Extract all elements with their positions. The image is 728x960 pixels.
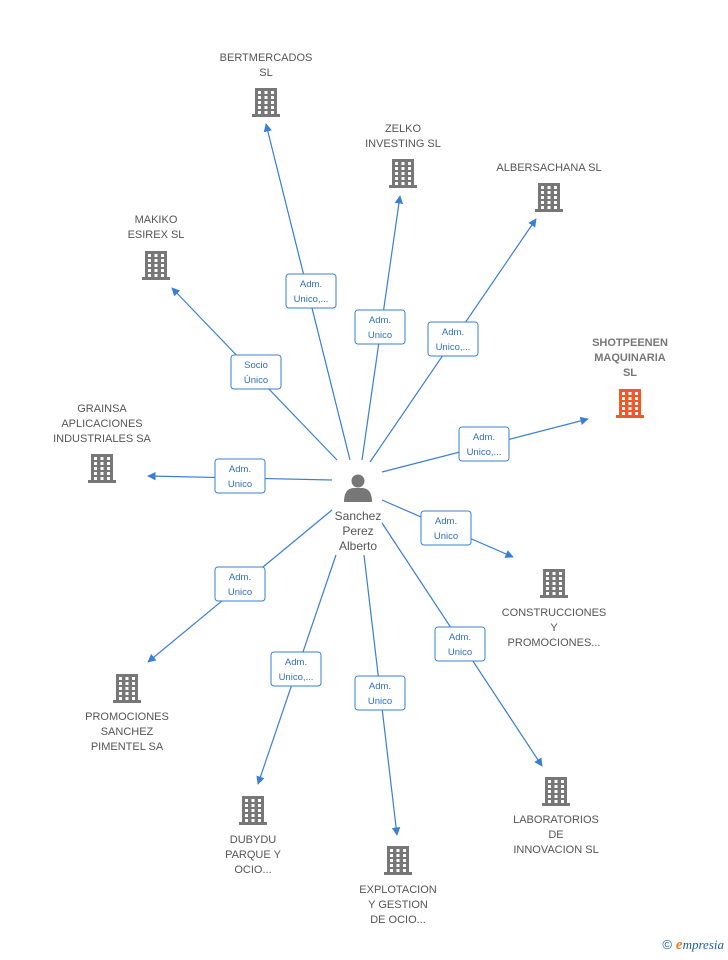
building-icon-grainsa[interactable] xyxy=(88,454,116,483)
role-text: Unico,... xyxy=(294,294,329,305)
building-icon-makiko[interactable] xyxy=(142,251,170,280)
company-name-line: INDUSTRIALES SA xyxy=(53,433,151,445)
role-label-construcciones[interactable]: Adm. Unico xyxy=(420,510,472,546)
building-icon-dubydu[interactable] xyxy=(239,796,267,825)
role-label-zelko[interactable]: Adm. Unico xyxy=(354,309,406,345)
brand-name: mpresia xyxy=(682,937,724,952)
company-name-line: OCIO... xyxy=(234,864,271,876)
company-name-line: DE xyxy=(548,829,563,841)
person-name-line: Alberto xyxy=(339,539,377,553)
person-name-line: Perez xyxy=(342,524,373,538)
company-label-dubydu[interactable]: DUBYDU PARQUE Y OCIO... xyxy=(225,834,281,876)
role-text: Adm. xyxy=(435,516,457,527)
role-text: Adm. xyxy=(229,464,251,475)
brand-initial: e xyxy=(675,937,683,953)
role-label-dubydu[interactable]: Adm. Unico,... xyxy=(270,651,322,687)
company-name-line: Y xyxy=(550,622,558,634)
company-label-explotacion[interactable]: EXPLOTACION Y GESTION DE OCIO... xyxy=(359,884,436,926)
company-name-line: ALBERSACHANA SL xyxy=(496,162,601,174)
company-name-line: DE OCIO... xyxy=(370,914,426,926)
role-label-shotpeenen[interactable]: Adm. Unico,... xyxy=(458,426,510,462)
role-text: Adm. xyxy=(300,279,322,290)
role-text: Adm. xyxy=(369,681,391,692)
role-label-bertmercados[interactable]: Adm. Unico,... xyxy=(285,273,337,309)
role-label-laboratorios[interactable]: Adm. Unico xyxy=(434,626,486,662)
role-label-promociones[interactable]: Adm. Unico xyxy=(214,566,266,602)
role-text: Adm. xyxy=(442,327,464,338)
building-icon-promociones[interactable] xyxy=(113,674,141,703)
company-name-line: PROMOCIONES... xyxy=(508,637,601,649)
company-name-line: MAKIKO xyxy=(135,214,178,226)
company-label-bertmercados[interactable]: BERTMERCADOS SL xyxy=(220,52,313,79)
person-name-line: Sanchez xyxy=(335,509,382,523)
role-text: Unico xyxy=(368,696,392,707)
company-name-line: PARQUE Y xyxy=(225,849,281,861)
role-text: Unico xyxy=(434,531,458,542)
company-name-line: DUBYDU xyxy=(230,834,277,846)
person-icon xyxy=(344,474,372,502)
company-name-line: SHOTPEENEN xyxy=(592,337,668,349)
building-icon-laboratorios[interactable] xyxy=(542,777,570,806)
building-icon-highlight-shotpeenen[interactable] xyxy=(616,389,644,418)
company-name-line: INVESTING SL xyxy=(365,138,441,150)
company-name-line: GRAINSA xyxy=(77,403,127,415)
company-name-line: BERTMERCADOS xyxy=(220,52,313,64)
company-label-construcciones[interactable]: CONSTRUCCIONES Y PROMOCIONES... xyxy=(502,607,607,649)
role-text: Unico xyxy=(368,330,392,341)
copyright-notice[interactable]: ©empresia xyxy=(662,937,724,954)
company-name-line: CONSTRUCCIONES xyxy=(502,607,607,619)
role-text: Unico,... xyxy=(467,447,502,458)
role-text: Adm. xyxy=(473,432,495,443)
role-text: Adm. xyxy=(229,572,251,583)
company-name-line: INNOVACION SL xyxy=(513,844,598,856)
company-name-line: PIMENTEL SA xyxy=(91,741,164,753)
building-icon-explotacion[interactable] xyxy=(384,846,412,875)
company-name-line: SANCHEZ xyxy=(101,726,154,738)
company-label-shotpeenen[interactable]: SHOTPEENEN MAQUINARIA SL xyxy=(592,337,668,379)
company-label-makiko[interactable]: MAKIKO ESIREX SL xyxy=(128,214,185,241)
company-name-line: ZELKO xyxy=(385,123,422,135)
company-name-line: APLICACIONES xyxy=(61,418,142,430)
company-label-zelko[interactable]: ZELKO INVESTING SL xyxy=(365,123,441,150)
building-icon-albersachana[interactable] xyxy=(535,183,563,212)
role-text: Socio xyxy=(244,360,268,371)
nodes-layer: BERTMERCADOS SL ZELKO INVESTING SL ALBERSACH… xyxy=(53,52,668,926)
company-name-line: LABORATORIOS xyxy=(513,814,599,826)
copyright-symbol: © xyxy=(662,937,672,952)
role-text: Unico,... xyxy=(279,672,314,683)
building-icon-construcciones[interactable] xyxy=(540,569,568,598)
role-text: Adm. xyxy=(449,632,471,643)
company-name-line: SL xyxy=(259,67,272,79)
role-label-explotacion[interactable]: Adm. Unico xyxy=(354,675,406,711)
building-icon-bertmercados[interactable] xyxy=(252,88,280,117)
role-text: Unico xyxy=(228,479,252,490)
company-label-albersachana[interactable]: ALBERSACHANA SL xyxy=(496,162,601,174)
company-name-line: Y GESTION xyxy=(368,899,428,911)
role-text: Adm. xyxy=(285,657,307,668)
role-text: Unico,... xyxy=(436,342,471,353)
role-text: Unico xyxy=(228,587,252,598)
role-text: Unico xyxy=(448,647,472,658)
company-name-line: PROMOCIONES xyxy=(85,711,169,723)
role-text: Único xyxy=(244,375,268,386)
role-label-albersachana[interactable]: Adm. Unico,... xyxy=(427,321,479,357)
role-text: Adm. xyxy=(369,315,391,326)
company-name-line: EXPLOTACION xyxy=(359,884,436,896)
company-name-line: MAQUINARIA xyxy=(594,352,666,364)
role-label-grainsa[interactable]: Adm. Unico xyxy=(214,458,266,494)
building-icon-zelko[interactable] xyxy=(389,159,417,188)
company-label-grainsa[interactable]: GRAINSA APLICACIONES INDUSTRIALES SA xyxy=(53,403,151,445)
company-label-laboratorios[interactable]: LABORATORIOS DE INNOVACION SL xyxy=(513,814,599,856)
company-name-line: ESIREX SL xyxy=(128,229,185,241)
company-label-promociones[interactable]: PROMOCIONES SANCHEZ PIMENTEL SA xyxy=(85,711,169,753)
company-name-line: SL xyxy=(623,367,637,379)
